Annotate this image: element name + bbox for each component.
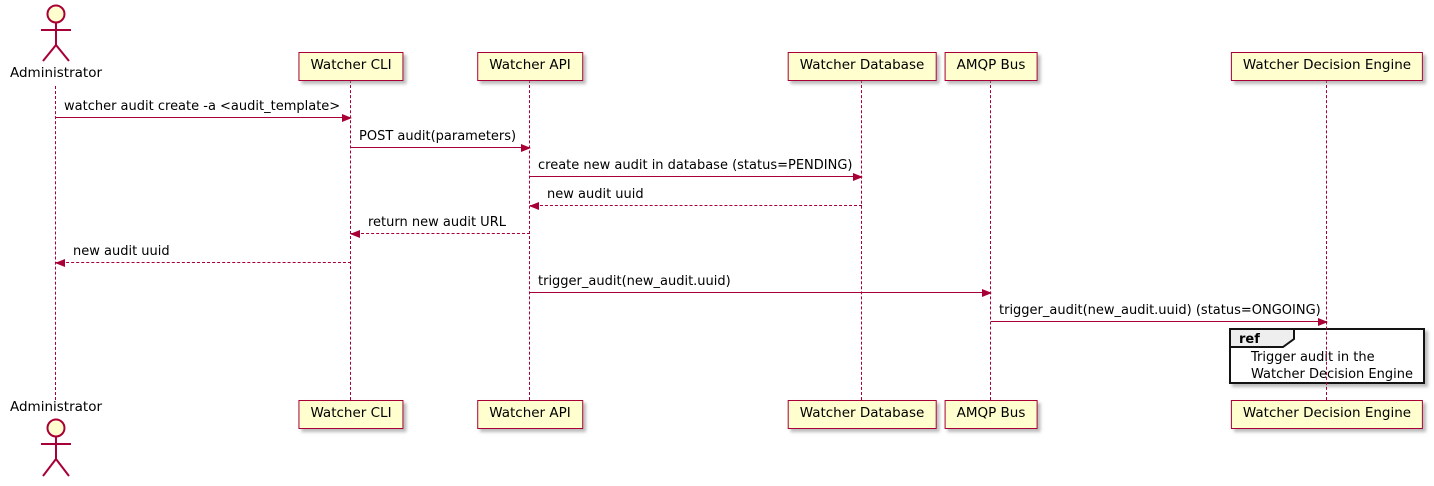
lifeline-administrator: [55, 86, 56, 400]
participant-label: Watcher API: [489, 405, 571, 421]
message-label: return new audit URL: [368, 215, 506, 230]
participant-label: Watcher Decision Engine: [1242, 405, 1412, 421]
participant-label: AMQP Bus: [956, 405, 1026, 421]
message-line: [56, 262, 351, 263]
sequence-message: return new audit URL: [350, 215, 530, 238]
participant-label: AMQP Bus: [956, 57, 1026, 73]
lifeline: [861, 80, 862, 400]
ref-fragment: ref Trigger audit in the Watcher Decisio…: [1229, 328, 1425, 384]
arrowhead-icon: [529, 202, 539, 210]
arrowhead-icon: [521, 144, 531, 152]
sequence-message: POST audit(parameters): [351, 129, 531, 152]
participant-box-top: Watcher API: [477, 52, 583, 81]
message-label: trigger_audit(new_audit.uuid) (status=ON…: [999, 303, 1321, 318]
arrowhead-icon: [982, 289, 992, 297]
message-label: new audit uuid: [547, 187, 644, 202]
actor-label: Administrator: [9, 65, 103, 81]
participant-label: Watcher CLI: [310, 405, 392, 421]
participant-box-top: AMQP Bus: [944, 52, 1038, 81]
message-label: watcher audit create -a <audit_template>: [64, 99, 341, 114]
participant-box-bottom: Watcher API: [477, 400, 583, 429]
message-line: [56, 117, 351, 118]
participant-box-top: Watcher Database: [787, 52, 937, 81]
message-label: new audit uuid: [73, 244, 170, 259]
arrowhead-icon: [853, 173, 863, 181]
actor-icon: [34, 3, 78, 65]
message-line: [530, 205, 862, 206]
participant-box-bottom: Watcher CLI: [298, 400, 404, 429]
arrowhead-icon: [350, 230, 360, 238]
actor-label: Administrator: [9, 399, 103, 415]
message-line: [991, 321, 1327, 322]
message-label: POST audit(parameters): [359, 129, 517, 144]
arrowhead-icon: [1318, 318, 1328, 326]
lifeline: [350, 80, 351, 400]
ref-body: Trigger audit in the Watcher Decision En…: [1251, 349, 1417, 383]
arrowhead-icon: [55, 259, 65, 267]
message-label: create new audit in database (status=PEN…: [538, 158, 853, 173]
ref-text-line1: Trigger audit in the: [1251, 350, 1375, 365]
sequence-message: new audit uuid: [55, 244, 351, 267]
participant-label: Watcher API: [489, 57, 571, 73]
ref-keyword: ref: [1239, 332, 1260, 347]
message-line: [530, 292, 991, 293]
actor-administrator-bottom: Administrator: [10, 399, 102, 480]
sequence-message: new audit uuid: [529, 187, 862, 210]
participant-label: Watcher Decision Engine: [1242, 57, 1412, 73]
actor-icon: [34, 416, 78, 480]
lifeline: [990, 80, 991, 400]
sequence-message: trigger_audit(new_audit.uuid) (status=ON…: [991, 303, 1328, 326]
participant-box-top: Watcher Decision Engine: [1230, 52, 1424, 81]
participant-label: Watcher Database: [799, 405, 925, 421]
sequence-message: create new audit in database (status=PEN…: [530, 158, 863, 181]
participant-box-bottom: Watcher Decision Engine: [1230, 400, 1424, 429]
participant-label: Watcher Database: [799, 57, 925, 73]
message-label: trigger_audit(new_audit.uuid): [538, 274, 731, 289]
message-line: [351, 233, 530, 234]
lifeline: [529, 80, 530, 400]
participant-box-bottom: AMQP Bus: [944, 400, 1038, 429]
message-line: [351, 147, 530, 148]
arrowhead-icon: [342, 114, 352, 122]
participant-box-bottom: Watcher Database: [787, 400, 937, 429]
participant-label: Watcher CLI: [310, 57, 392, 73]
lifeline: [1326, 80, 1327, 400]
participant-box-top: Watcher CLI: [298, 52, 404, 81]
ref-text-line2: Watcher Decision Engine: [1251, 367, 1413, 382]
actor-administrator-top: Administrator: [10, 3, 102, 82]
ref-header: ref: [1229, 328, 1299, 353]
sequence-message: trigger_audit(new_audit.uuid): [530, 274, 992, 297]
sequence-message: watcher audit create -a <audit_template>: [56, 99, 352, 122]
message-line: [530, 176, 862, 177]
